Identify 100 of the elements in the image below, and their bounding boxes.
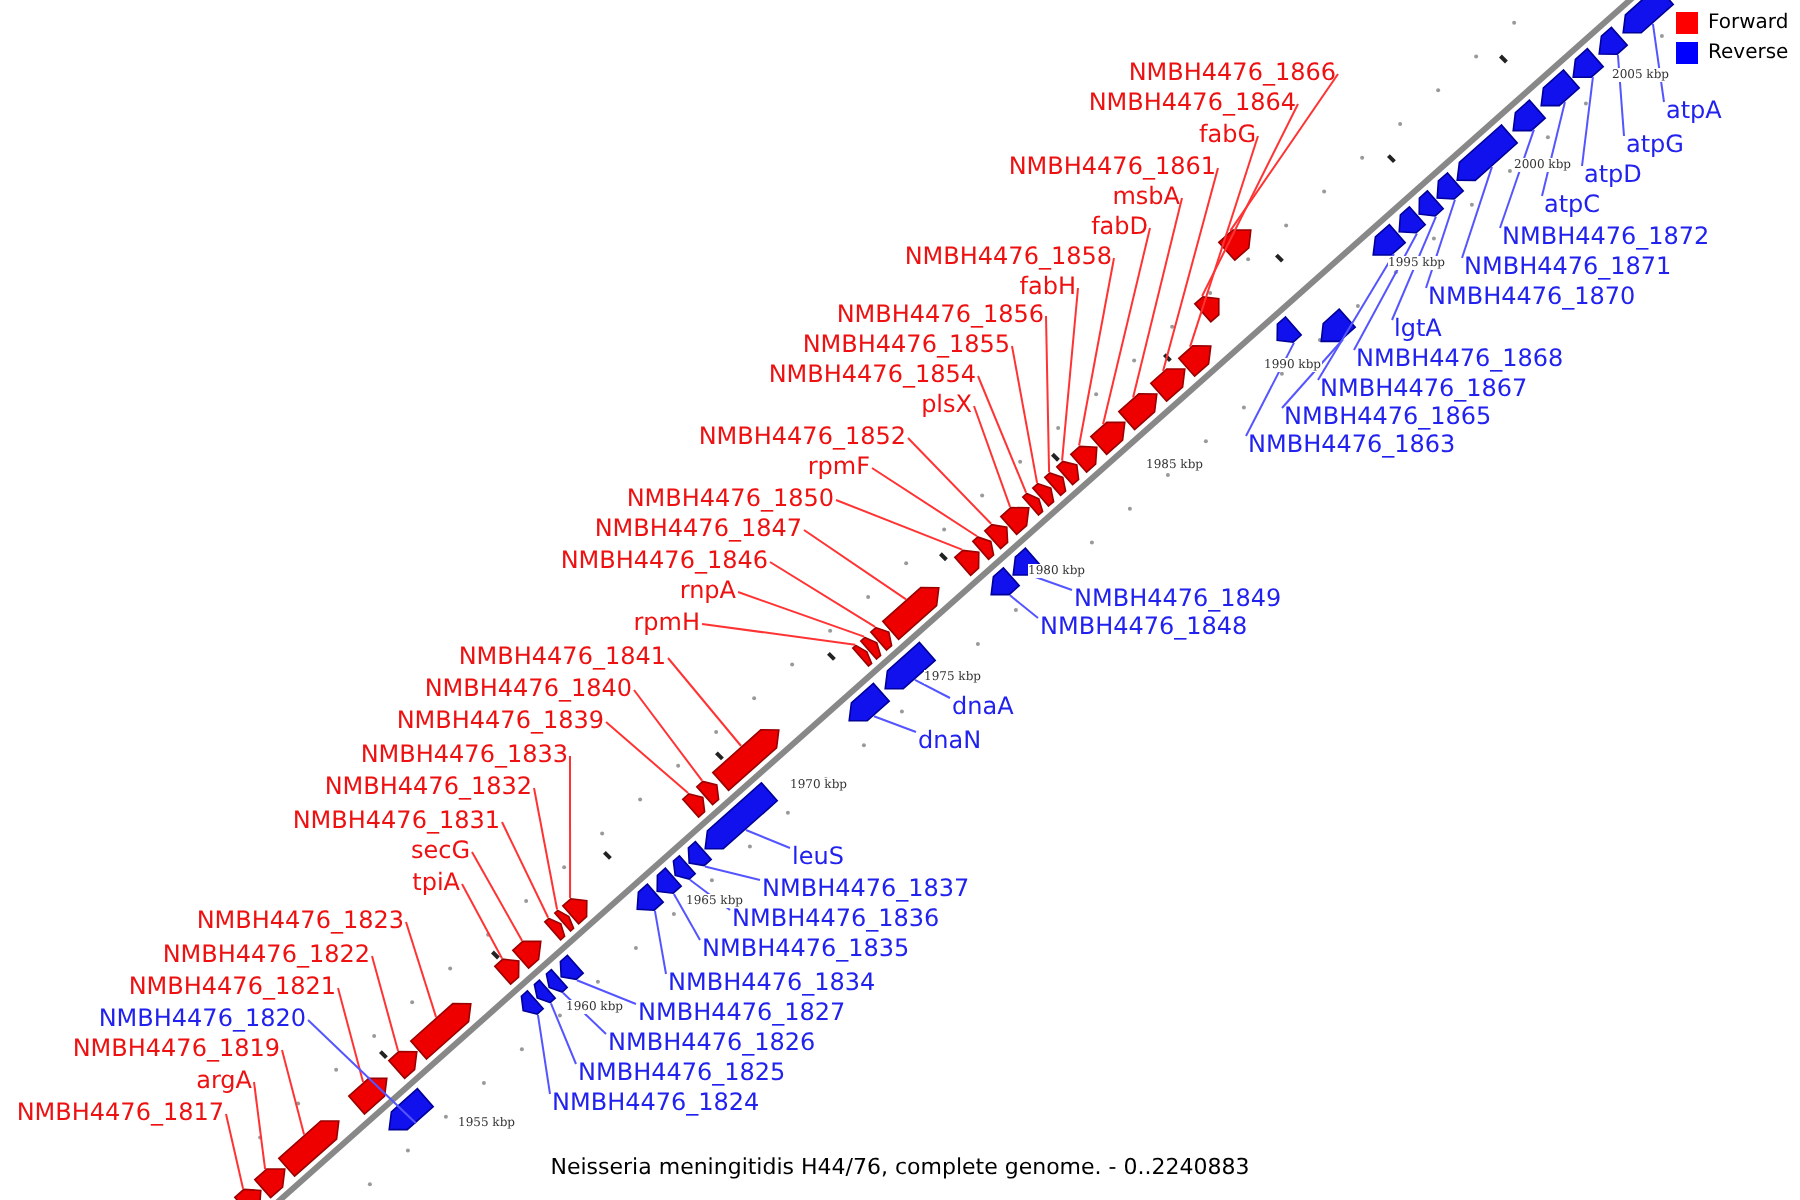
gene-label: NMBH4476_1834 [668,968,876,996]
gene-block [1043,472,1067,497]
gene-block [1149,368,1186,403]
leader-line [569,755,572,899]
gene-block [953,549,980,577]
leader-line [1425,198,1456,289]
gene-label: NMBH4476_1827 [638,998,846,1026]
leader-line [281,1049,306,1136]
leader-line [1281,338,1344,409]
gene-block [1117,393,1158,431]
gene-block [990,566,1021,596]
gene-block [869,626,893,652]
gene-block [983,523,1009,550]
leader-line [501,821,550,919]
gene-label: fabG [1199,120,1256,148]
leader-line [871,467,979,538]
gene-label: fabD [1091,212,1148,240]
leader-line [533,787,559,911]
leader-line [1616,53,1625,137]
leader-line [536,1013,551,1095]
leader-line [1061,287,1079,462]
gene-label: rpmH [633,608,700,636]
gene-label: lgtA [1394,314,1442,342]
gene-block [704,781,779,850]
gene-block [1398,205,1427,234]
gene-block [636,883,665,911]
leader-line [1102,227,1151,426]
leader-line [803,529,908,601]
gene-label: NMBH4476_1822 [162,940,370,968]
gene-block [711,729,780,792]
gene-block [1598,26,1629,55]
legend-label: Forward [1708,12,1789,36]
gene-label: NMBH4476_1835 [702,934,910,962]
leader-line [1011,345,1039,484]
gene-block [409,1002,472,1061]
gene-label: NMBH4476_1863 [1248,430,1456,458]
gene-label: NMBH4476_1865 [1284,402,1492,430]
leader-line [1189,135,1259,348]
gene-label: dnaA [952,692,1014,720]
gene-label: NMBH4476_1867 [1320,374,1528,402]
leader-line [253,1081,267,1171]
gene-block [1089,421,1126,456]
leader-line [744,829,791,849]
gene-block [1031,482,1055,508]
gene-label: NMBH4476_1831 [292,806,500,834]
gene-block [388,1087,435,1131]
gene-label: leuS [792,842,844,870]
gene-block [233,1188,262,1200]
leader-line [907,437,993,525]
gene-label: NMBH4476_1840 [424,674,632,702]
leader-line [737,591,866,638]
gene-block [1418,189,1445,217]
gene-label: NMBH4476_1870 [1428,282,1636,310]
gene-label: NMBH4476_1854 [768,360,976,388]
gene-label: msbA [1112,182,1180,210]
leader-line [1162,167,1219,372]
gene-label: rnpA [679,576,736,604]
leader-line [1045,315,1051,474]
gene-block [1436,171,1465,200]
gene-block [672,854,697,880]
gene-block [545,968,569,993]
gene-block [561,897,588,925]
leader-line [1201,103,1299,297]
leader-line [769,561,877,628]
gene-label: NMBH4476_1855 [802,330,1010,358]
gene-label: atpD [1584,160,1642,188]
gene-block [1622,0,1675,34]
leader-line [307,1019,417,1125]
gene-block [971,536,995,561]
leader-line [1132,197,1183,399]
leader-line [549,1002,577,1065]
gene-block [1193,295,1220,323]
gene-label: NMBH4476_1826 [608,1028,816,1056]
gene-block [687,840,713,867]
gene-label: NMBH4476_1823 [196,906,404,934]
gene-label: rpmF [807,452,870,480]
gene-block [277,1120,340,1178]
gene-label: NMBH4476_1849 [1074,584,1282,612]
gene-block [1276,315,1303,344]
gene-label: NMBH4476_1832 [324,772,532,800]
gene-block [493,958,520,986]
leader-line [701,623,857,646]
leader-line [977,375,1028,494]
gene-block [533,979,557,1004]
gene-label: NMBH4476_1871 [1464,252,1672,280]
gene-block [1512,99,1547,132]
leader-line [667,657,743,747]
leader-line [1317,253,1395,381]
gene-label: tpiA [412,868,460,896]
leader-line [913,678,951,699]
leader-line [605,721,690,795]
leader-line [1499,128,1535,229]
gene-block [520,989,545,1016]
gene-label: NMBH4476_1856 [836,300,1044,328]
gene-block [1177,345,1212,378]
gene-block [387,1050,418,1080]
gene-block [543,917,566,941]
gene-block [656,867,683,895]
gene-label: NMBH4476_1836 [732,904,940,932]
gene-block [695,780,720,806]
